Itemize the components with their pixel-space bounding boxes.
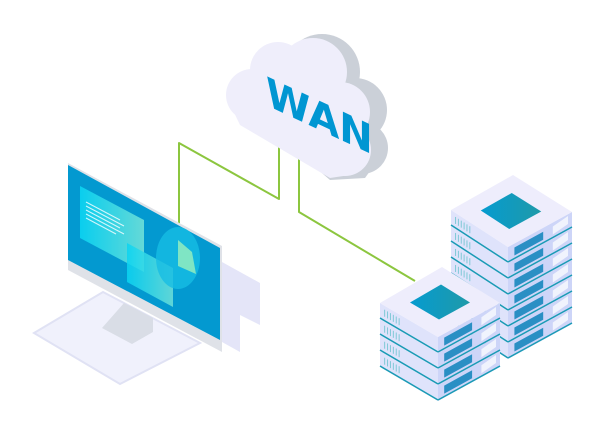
server-top-panel xyxy=(410,284,470,320)
front-panel xyxy=(444,370,473,394)
server-unit xyxy=(379,319,501,369)
server-top-panel xyxy=(480,193,542,229)
port-grid xyxy=(552,296,568,315)
front-panel xyxy=(444,322,473,346)
link-cloud-to-servers xyxy=(298,140,416,282)
monitor-back-panel xyxy=(222,262,260,352)
server-left-face xyxy=(380,319,438,369)
port-grid xyxy=(481,307,496,326)
monitor-neck xyxy=(102,303,153,344)
server-separator xyxy=(507,322,573,359)
server-left-face xyxy=(451,210,508,263)
port-grid xyxy=(481,339,496,358)
port-grid xyxy=(552,232,568,251)
server-separator xyxy=(379,365,439,401)
screen-pie-slice xyxy=(178,240,196,274)
server-separator xyxy=(507,274,573,311)
monitor-base xyxy=(32,290,203,386)
server-left-face xyxy=(380,303,438,353)
server-separator xyxy=(379,333,439,369)
front-panel xyxy=(444,354,473,378)
server-separator xyxy=(507,290,573,327)
screen-text-lines xyxy=(85,201,125,235)
server-unit xyxy=(450,226,573,279)
port-grid xyxy=(552,280,568,299)
server-separator xyxy=(379,349,439,385)
server-left-face xyxy=(451,226,508,279)
server-unit xyxy=(379,335,501,385)
screen-window-image xyxy=(127,243,173,307)
server-separator xyxy=(437,365,501,401)
server-separator xyxy=(379,317,439,353)
server-unit xyxy=(379,303,501,353)
server-stack-front xyxy=(379,267,501,401)
server-left-face xyxy=(380,335,438,385)
server-separator xyxy=(507,258,573,295)
cloud-face xyxy=(226,38,371,178)
front-panel xyxy=(514,247,544,272)
port-grid xyxy=(552,216,568,235)
front-panel xyxy=(514,263,544,288)
server-left-face xyxy=(380,351,438,401)
server-separator xyxy=(450,240,509,279)
front-panel xyxy=(444,338,473,362)
server-unit xyxy=(450,210,573,263)
front-panel xyxy=(514,327,544,352)
server-left-face xyxy=(451,258,508,311)
server-unit xyxy=(379,351,501,401)
server-left-face xyxy=(451,242,508,295)
server-separator xyxy=(507,306,573,343)
server-separator xyxy=(507,242,573,279)
server-separator xyxy=(437,333,501,369)
front-panel xyxy=(514,295,544,320)
port-grid xyxy=(552,248,568,267)
server-unit xyxy=(450,258,573,311)
front-panel xyxy=(514,279,544,304)
port-grid xyxy=(552,264,568,283)
server-separator xyxy=(507,226,573,263)
front-panel xyxy=(514,311,544,336)
port-grid xyxy=(481,355,496,374)
front-panel xyxy=(514,231,544,256)
desktop-monitor xyxy=(32,163,260,386)
wan-cloud: WAN xyxy=(226,34,388,180)
server-unit xyxy=(450,242,573,295)
server-separator xyxy=(450,224,509,263)
server-separator xyxy=(437,349,501,385)
server-separator xyxy=(437,317,501,353)
server-stacks xyxy=(379,175,573,401)
port-grid xyxy=(552,312,568,331)
server-separator xyxy=(450,256,509,295)
link-monitor-to-cloud xyxy=(178,135,280,232)
server-stack-rear xyxy=(450,175,573,359)
port-grid xyxy=(481,323,496,342)
